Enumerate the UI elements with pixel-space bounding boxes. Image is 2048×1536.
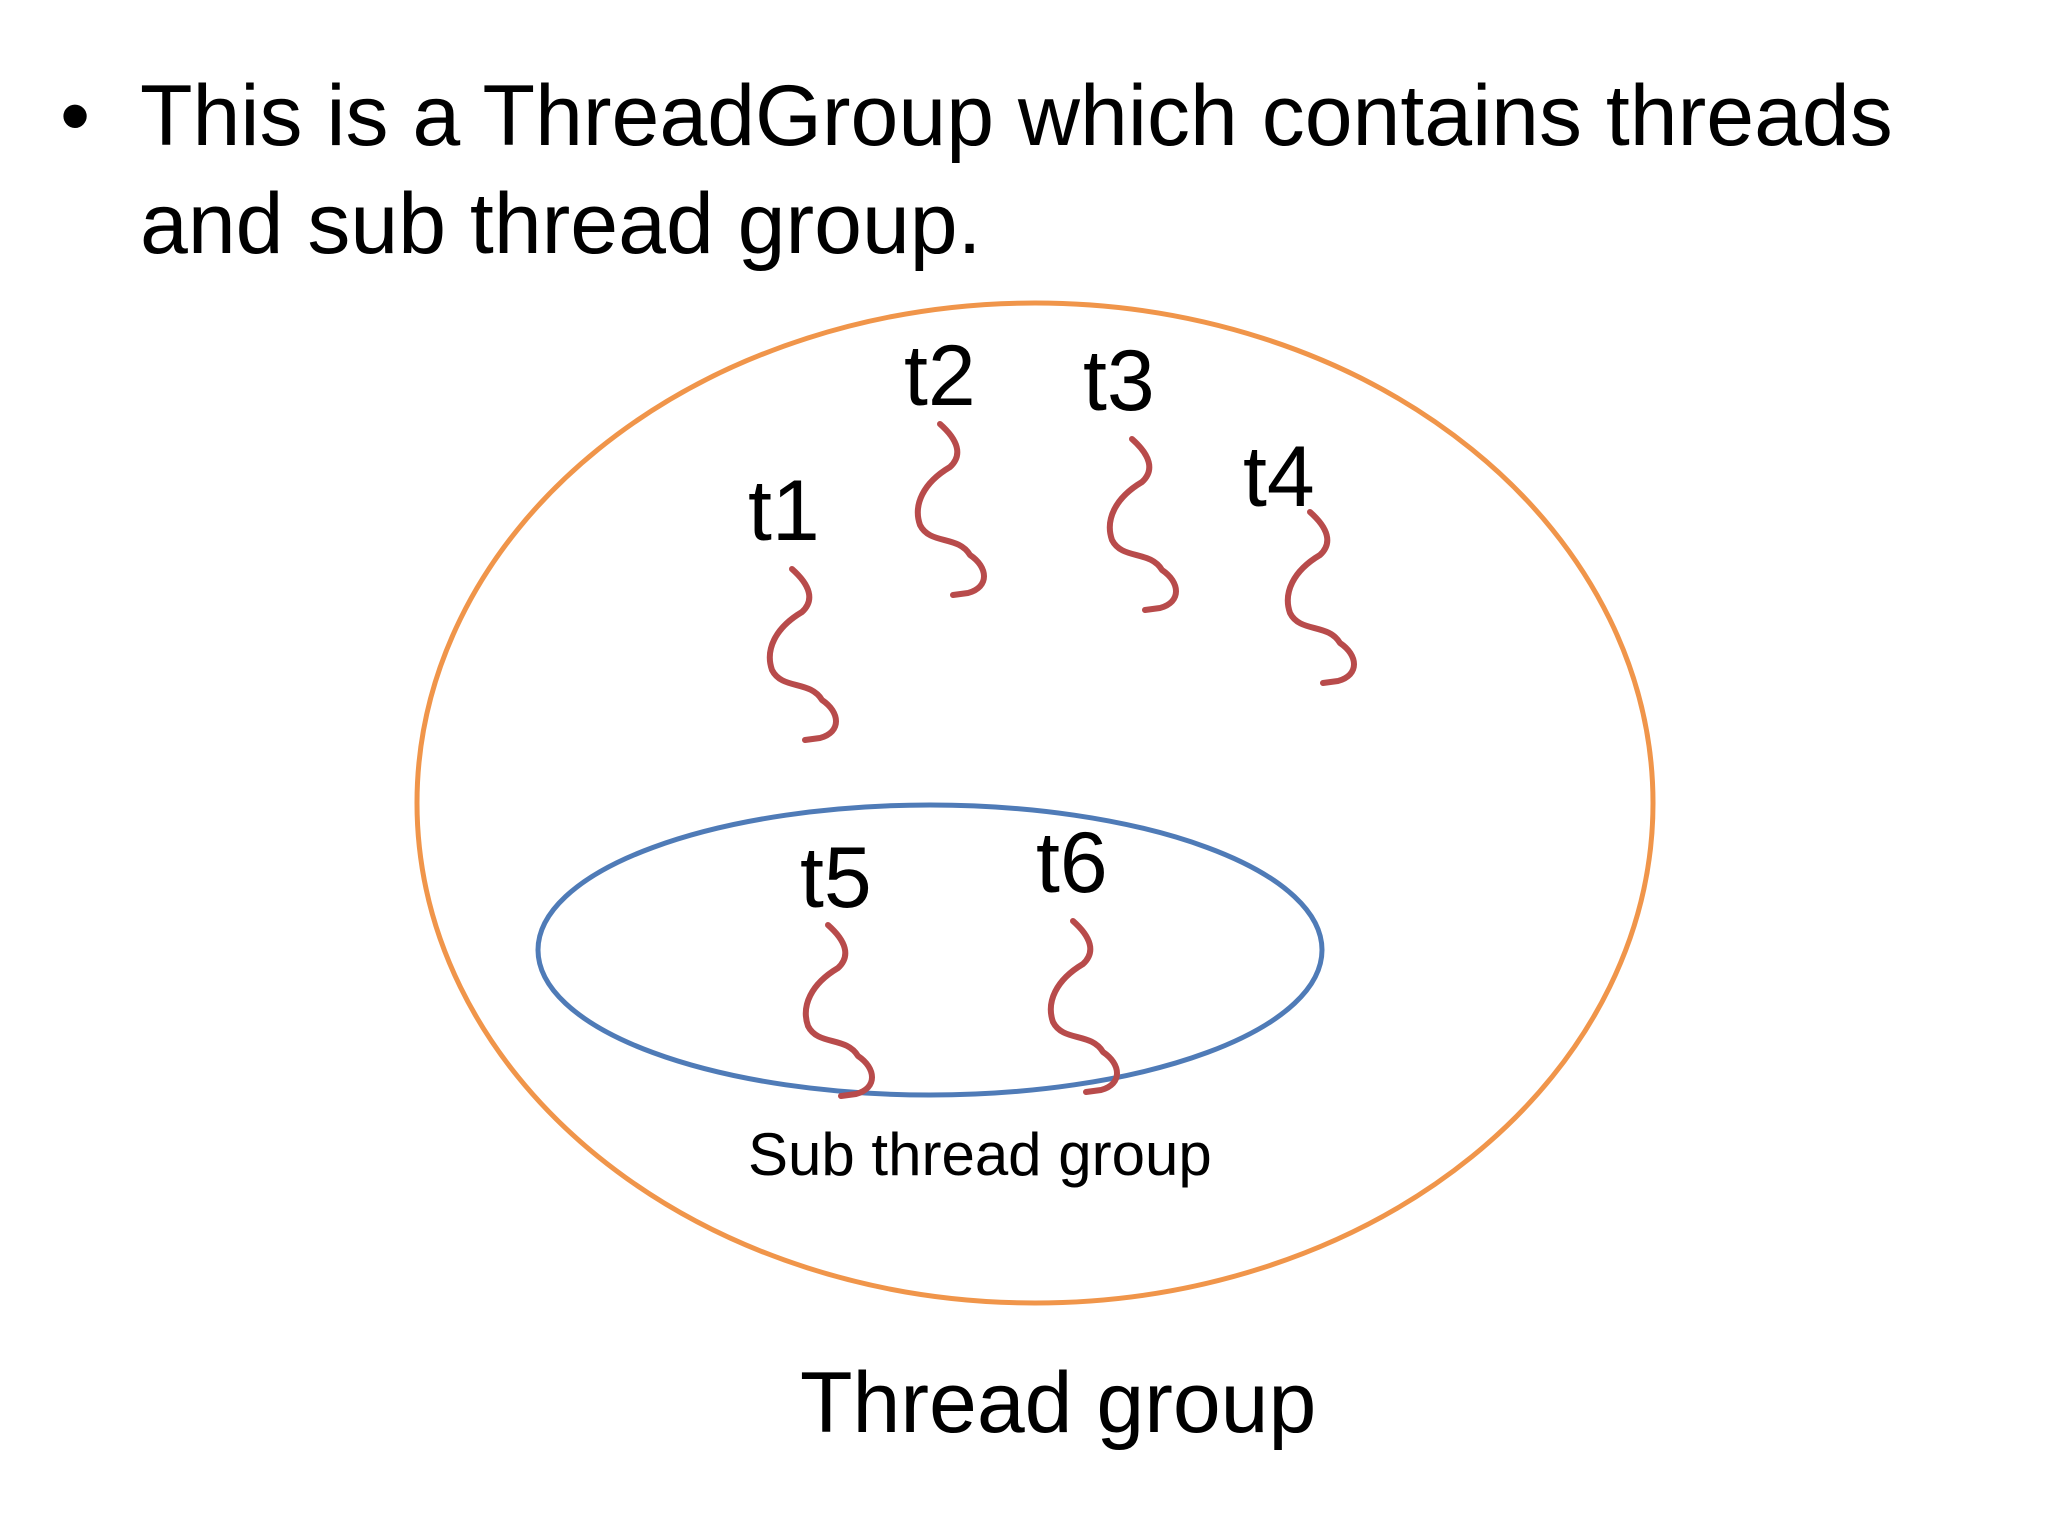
thread-t1-squiggle [766, 566, 839, 743]
thread-label-t3: t3 [1083, 333, 1155, 429]
thread-t5-squiggle [802, 922, 875, 1099]
thread-label-t5: t5 [800, 830, 872, 926]
thread-t3-squiggle [1106, 436, 1179, 613]
bullet-dot: • [60, 68, 91, 164]
thread-t2-squiggle [914, 421, 987, 598]
thread-group-label: Thread group [800, 1355, 1316, 1451]
thread-label-t1: t1 [748, 463, 820, 559]
bullet-text: This is a ThreadGroup which contains thr… [140, 68, 1893, 272]
thread-label-t4: t4 [1243, 429, 1315, 525]
thread-t6-squiggle [1047, 918, 1120, 1095]
thread-label-t2: t2 [904, 328, 976, 424]
sub-thread-group-ellipse [535, 802, 1325, 1098]
thread-t4-squiggle [1284, 509, 1357, 686]
sub-thread-group-label: Sub thread group [748, 1121, 1212, 1188]
outer-thread-group-ellipse [414, 300, 1656, 1306]
thread-label-t6: t6 [1036, 815, 1108, 911]
